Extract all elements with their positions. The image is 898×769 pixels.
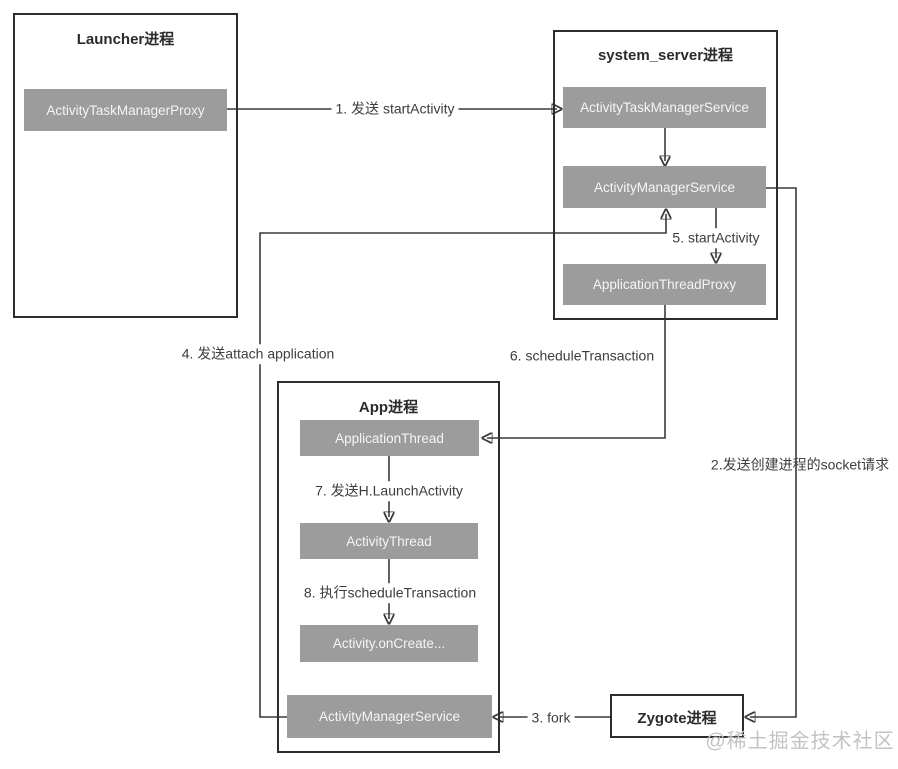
node-application-thread: ApplicationThread: [300, 420, 479, 456]
edge-label-1-send-start-activity: 1. 发送 startActivity: [331, 99, 459, 119]
node-label: ActivityManagerService: [593, 179, 736, 195]
node-application-thread-proxy: ApplicationThreadProxy: [563, 264, 766, 305]
node-activity-task-manager-proxy: ActivityTaskManagerProxy: [24, 89, 227, 131]
node-label: ApplicationThreadProxy: [592, 277, 737, 292]
node-activity-thread: ActivityThread: [300, 523, 478, 559]
arrow-6-schedule-transaction: [487, 305, 666, 438]
edge-label-2-socket-request: 2.发送创建进程的socket请求: [710, 456, 890, 473]
edge-label-7-launch-activity: 7. 发送H.LaunchActivity: [311, 481, 467, 501]
node-label: ActivityManagerService: [318, 709, 461, 724]
zygote-process-title: Zygote进程: [637, 710, 717, 727]
zygote-process-box: Zygote进程: [610, 694, 744, 738]
node-activity-oncreate: Activity.onCreate...: [300, 625, 478, 662]
node-label: ApplicationThread: [335, 430, 444, 446]
node-app-activity-manager-service: ActivityManagerService: [287, 695, 492, 738]
node-activity-manager-service: ActivityManagerService: [563, 166, 766, 208]
arrow-4-attach-application: [259, 214, 666, 718]
system-server-process-box: system_server进程: [553, 30, 778, 320]
arrow-2-socket-request: [750, 187, 797, 717]
launcher-process-title: Launcher进程: [76, 31, 175, 48]
edge-label-5-start-activity: 5. startActivity: [668, 228, 764, 248]
launcher-process-box: Launcher进程: [13, 13, 238, 318]
edge-label-4-attach-application: 4. 发送attach application: [177, 344, 339, 364]
app-process-title: App进程: [358, 399, 419, 416]
node-label: Activity.onCreate...: [332, 636, 446, 651]
node-label: ActivityTaskManagerService: [580, 100, 749, 115]
node-activity-task-manager-service: ActivityTaskManagerService: [563, 87, 766, 128]
watermark: @稀土掘金技术社区: [705, 730, 895, 753]
node-label: ActivityThread: [346, 533, 432, 549]
node-label: ActivityTaskManagerProxy: [46, 102, 205, 118]
edge-label-8-execute-schedule-transaction: 8. 执行scheduleTransaction: [299, 583, 481, 603]
app-process-box: App进程: [277, 381, 500, 753]
edge-label-3-fork: 3. fork: [527, 708, 575, 728]
system-server-process-title: system_server进程: [597, 47, 734, 64]
edge-label-6-schedule-transaction: 6. scheduleTransaction: [505, 346, 659, 366]
